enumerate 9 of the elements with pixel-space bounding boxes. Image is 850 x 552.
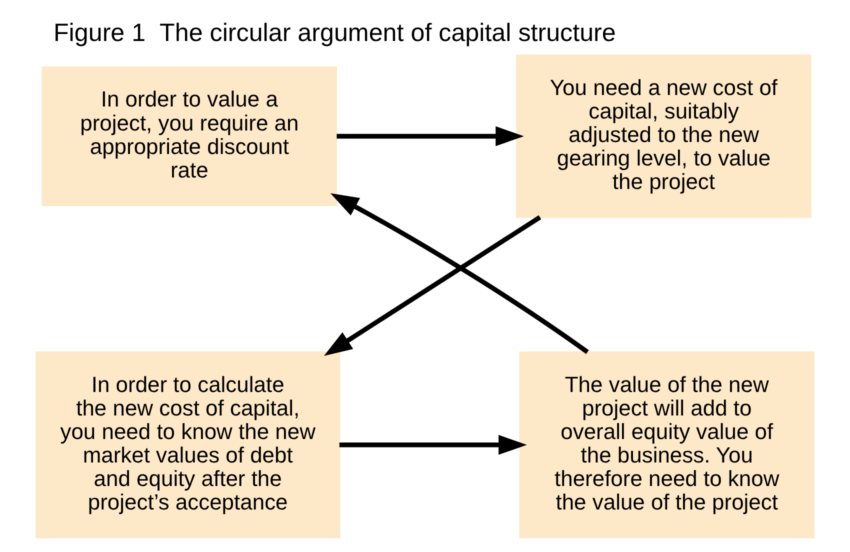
node-box: The value of the new project will add to overall equity value of the business. You therefore need to know the value of the project [519,351,814,538]
diagram-title: Figure 1 The circular argument of capital structure [53,18,616,47]
arrow [330,193,589,354]
node-box: You need a new cost of capital, suitably adjusted to the new gearing level, to value the project [516,54,812,218]
arrow [339,434,527,455]
node-box: In order to value a project, you require an appropriate discount rate [42,66,338,206]
arrow [324,215,542,356]
arrow [336,126,524,146]
node-box: In order to calculate the new cost of capital, you need to know the new market values of debt and equity after the project’s acceptance [36,351,340,538]
